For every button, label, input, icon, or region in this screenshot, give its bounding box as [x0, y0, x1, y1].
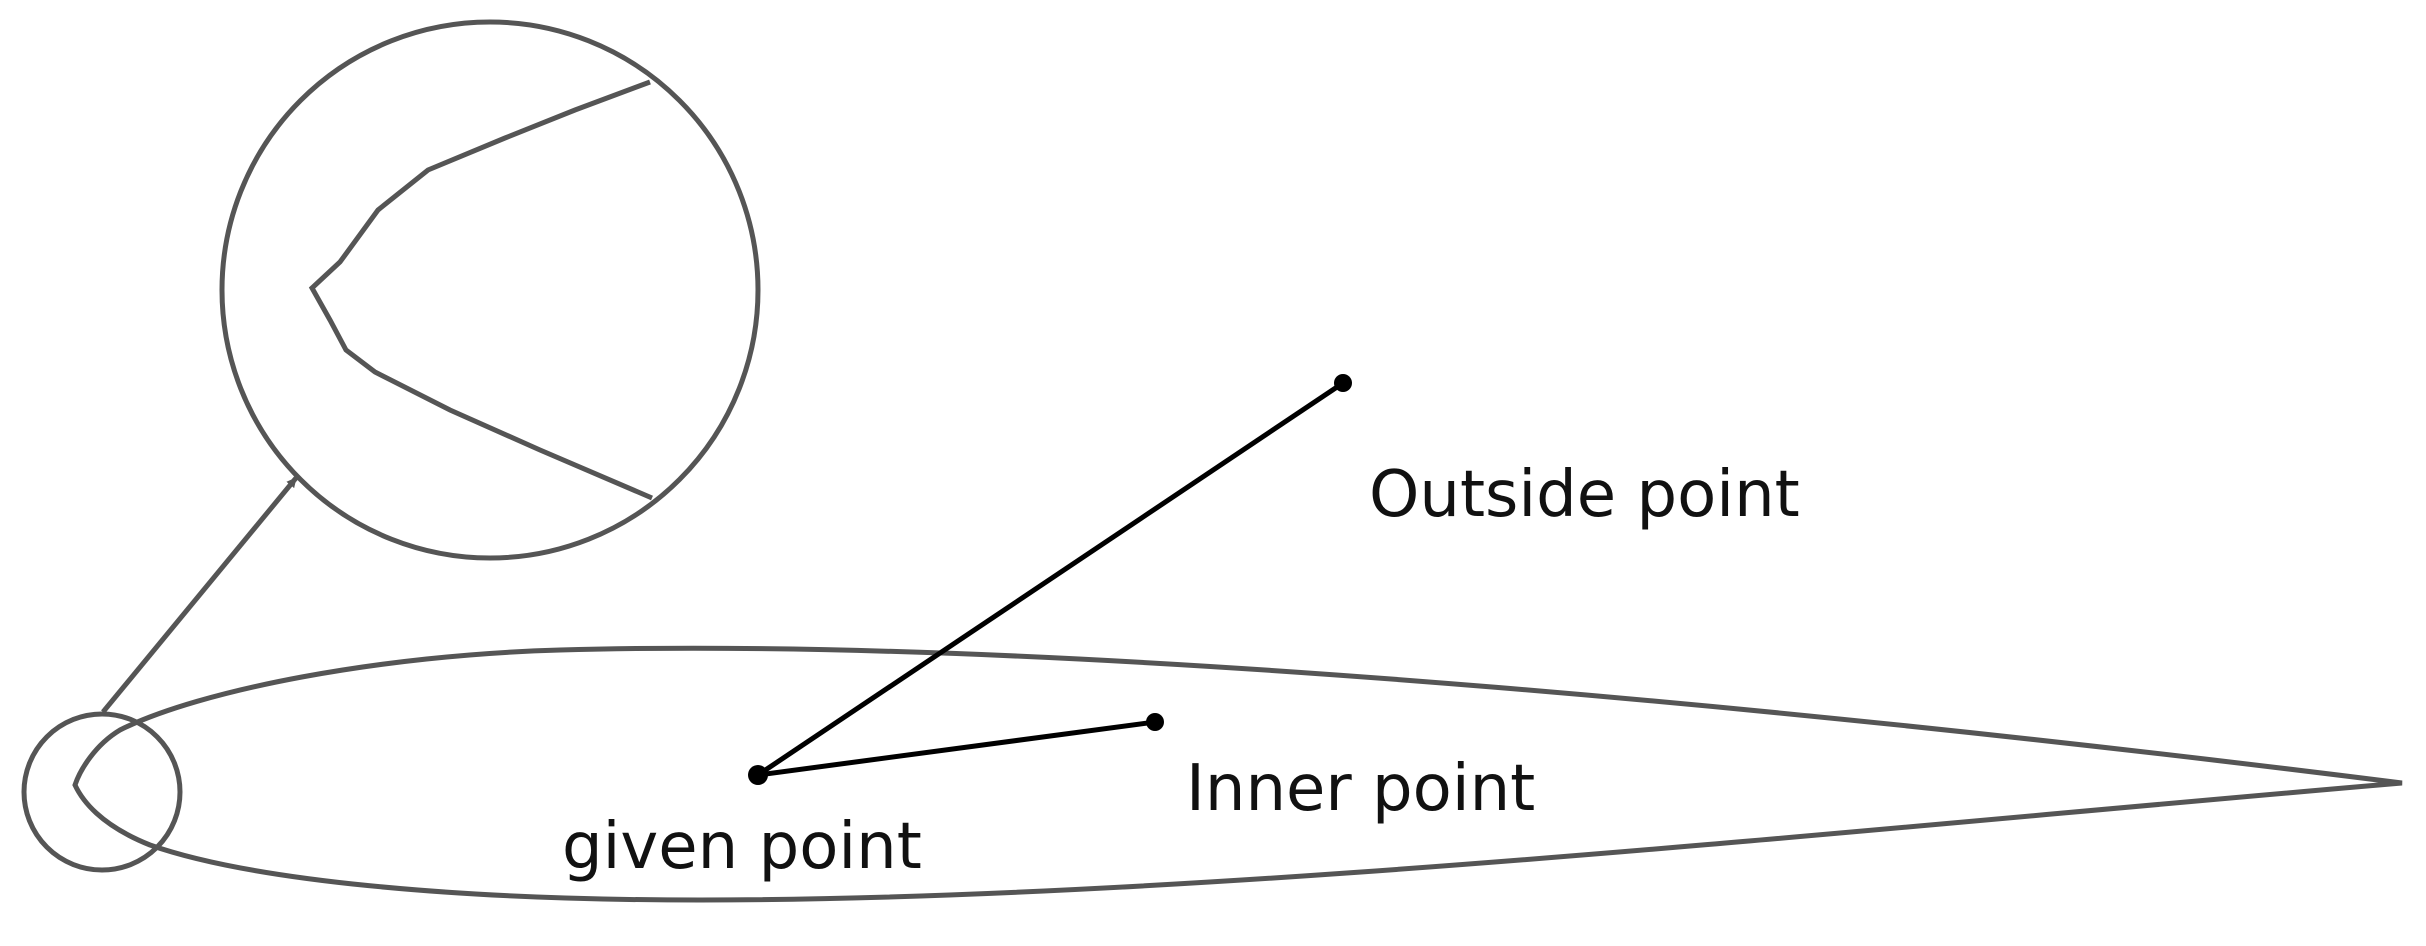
magnified-circle: [219, 19, 761, 561]
given-point-dot: [748, 765, 768, 785]
given-point-label: given point: [562, 810, 922, 884]
inner-line: [757, 719, 1156, 778]
outside-point-label: Outside point: [1369, 458, 1800, 532]
outside-point-dot: [1334, 374, 1352, 392]
inner-point-label: Inner point: [1186, 752, 1535, 826]
zoom-arrow: [101, 476, 298, 714]
magnified-leading-edge: [308, 79, 653, 501]
outside-line: [756, 380, 1345, 778]
inner-point-dot: [1146, 713, 1164, 731]
airfoil-outline: [72, 645, 2403, 903]
leading-edge-circle: [21, 711, 183, 873]
